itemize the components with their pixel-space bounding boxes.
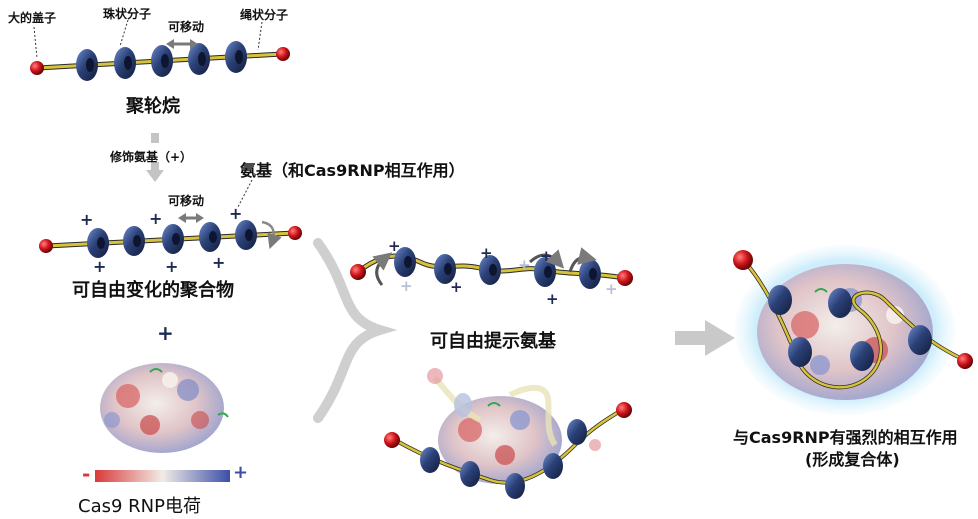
svg-text:+: + — [165, 257, 178, 276]
mod-ring-2 — [123, 226, 145, 256]
svg-text:+: + — [212, 253, 225, 272]
svg-text:+: + — [605, 280, 618, 298]
label-rope: 绳状分子 — [240, 8, 289, 22]
amino-charges-mid: + + + + + + — [80, 204, 242, 276]
ring-2 — [114, 47, 136, 79]
label-strong-interact: 与Cas9RNP有强烈的相互作用 — [733, 428, 958, 447]
amino-charges-center: + + + + + + + + — [388, 237, 618, 308]
ring-5 — [225, 41, 247, 73]
label-movable-top: 可移动 — [168, 20, 205, 34]
mod-ring-3 — [162, 224, 184, 254]
svg-text:+: + — [388, 237, 401, 255]
cap-left — [30, 61, 44, 75]
ring-4 — [188, 43, 210, 75]
mod-ring-5 — [235, 220, 257, 250]
mod-cap-left — [39, 239, 53, 253]
svg-text:+: + — [540, 247, 553, 265]
polyrotaxane-molecule — [30, 19, 290, 81]
svg-text:+: + — [518, 256, 531, 274]
result-arrow — [675, 320, 735, 356]
mod-cap-right — [288, 226, 302, 240]
cas9-protein — [100, 363, 229, 453]
charge-positive: + — [233, 462, 249, 483]
flex-ring-2 — [434, 254, 456, 284]
label-charge-title: Cas9 RNP电荷 — [78, 496, 201, 517]
mod-ring-1 — [87, 228, 109, 258]
protein-binding-scene — [384, 368, 632, 499]
svg-text:+: + — [480, 244, 493, 262]
plus-join: + — [157, 321, 174, 345]
modify-down-arrow — [146, 133, 164, 182]
label-complex: (形成复合体) — [805, 450, 900, 469]
label-movable-mid: 可移动 — [168, 194, 205, 208]
flex-cap-right — [617, 270, 633, 286]
flex-cap-left — [350, 264, 366, 280]
svg-text:+: + — [80, 210, 93, 229]
label-free-amino: 可自由提示氨基 — [430, 331, 556, 352]
flexible-polyrotaxane: + + + + + + + + — [350, 237, 633, 308]
svg-text:+: + — [229, 204, 242, 223]
flex-ring-3 — [479, 255, 501, 285]
merge-brace — [313, 238, 398, 423]
flex-ring-1 — [394, 247, 416, 277]
mod-ring-4 — [199, 222, 221, 252]
label-polyrotaxane: 聚轮烷 — [126, 96, 180, 117]
cap-right — [276, 47, 290, 61]
svg-text:+: + — [546, 290, 559, 308]
charge-negative: - — [82, 462, 91, 486]
label-free-polymer: 可自由变化的聚合物 — [72, 280, 234, 301]
movable-arrow-mid — [178, 213, 204, 223]
label-cap: 大的盖子 — [8, 11, 57, 25]
label-amino-interact: 氨基（和Cas9RNP相互作用） — [240, 161, 465, 180]
modified-polyrotaxane: + + + + + + — [39, 179, 302, 276]
ring-3 — [151, 45, 173, 77]
svg-text:+: + — [400, 277, 413, 295]
movable-arrow-top — [166, 39, 198, 49]
charge-scale — [95, 470, 230, 482]
svg-text:+: + — [149, 209, 162, 228]
label-modify: 修饰氨基（+） — [110, 150, 193, 164]
complex-structure — [733, 245, 973, 415]
svg-text:+: + — [450, 278, 463, 296]
ring-1 — [76, 49, 98, 81]
svg-text:+: + — [93, 257, 106, 276]
flex-ring-5 — [579, 259, 601, 289]
label-bead: 珠状分子 — [103, 7, 152, 21]
